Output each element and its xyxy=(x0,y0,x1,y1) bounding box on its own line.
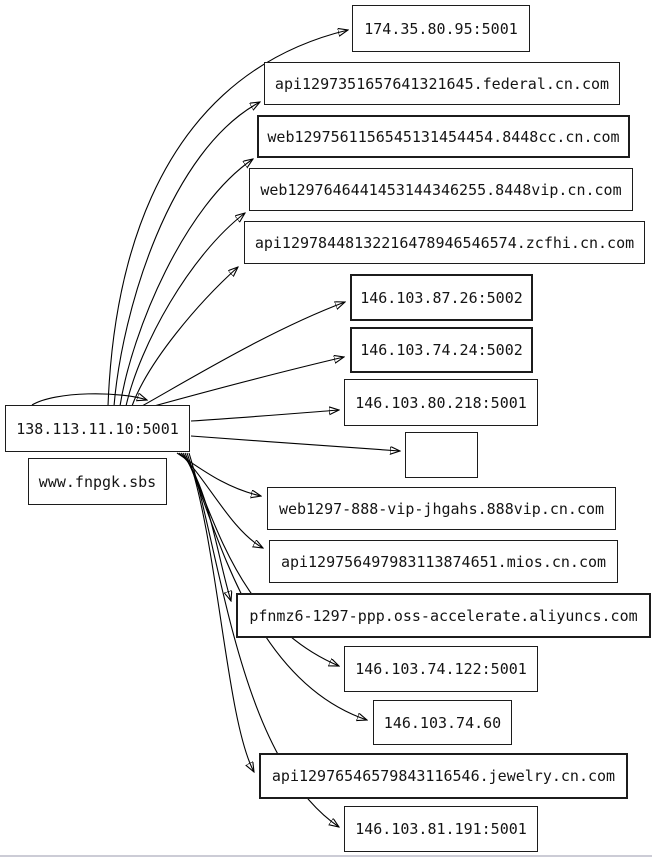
graph-node[interactable]: web1297-888-vip-jhgahs.888vip.cn.com xyxy=(267,487,616,530)
edge xyxy=(141,302,345,407)
edge xyxy=(186,452,254,772)
edge xyxy=(125,213,245,407)
graph-node[interactable]: api1297351657641321645.federal.cn.com xyxy=(264,62,620,105)
window-bottom-edge xyxy=(0,855,652,857)
edge xyxy=(131,267,238,407)
graph-node[interactable]: web1297561156545131454454.8448cc.cn.com xyxy=(257,115,630,158)
edge xyxy=(190,410,339,422)
graph-node[interactable]: 146.103.74.122:5001 xyxy=(344,646,538,692)
graph-node-empty[interactable] xyxy=(405,432,478,478)
graph-node[interactable]: api129756497983113874651.mios.cn.com xyxy=(269,540,618,583)
edge xyxy=(113,102,260,407)
graph-node[interactable]: api12976546579843116546.jewelry.cn.com xyxy=(259,753,628,799)
source-node[interactable]: 138.113.11.10:5001 xyxy=(5,405,190,452)
graph-node[interactable]: 146.103.80.218:5001 xyxy=(344,379,538,426)
graph-node[interactable]: 146.103.74.24:5002 xyxy=(350,327,533,373)
graph-node[interactable]: pfnmz6-1297-ppp.oss-accelerate.aliyuncs.… xyxy=(236,593,651,638)
edge xyxy=(153,357,344,407)
edge xyxy=(119,159,253,407)
graph-node[interactable]: web1297646441453144346255.8448vip.cn.com xyxy=(249,168,633,211)
graph-node[interactable]: 146.103.87.26:5002 xyxy=(350,274,533,321)
graph-node[interactable]: 174.35.80.95:5001 xyxy=(352,5,530,52)
domain-node[interactable]: www.fnpgk.sbs xyxy=(28,458,167,505)
edge xyxy=(107,30,348,407)
edge-self-loop xyxy=(31,394,147,406)
graph-node[interactable]: api12978448132216478946546574.zcfhi.cn.c… xyxy=(244,221,645,264)
graph-node[interactable]: 146.103.81.191:5001 xyxy=(344,806,538,852)
graph-node[interactable]: 146.103.74.60 xyxy=(373,700,512,745)
edge xyxy=(190,435,400,451)
